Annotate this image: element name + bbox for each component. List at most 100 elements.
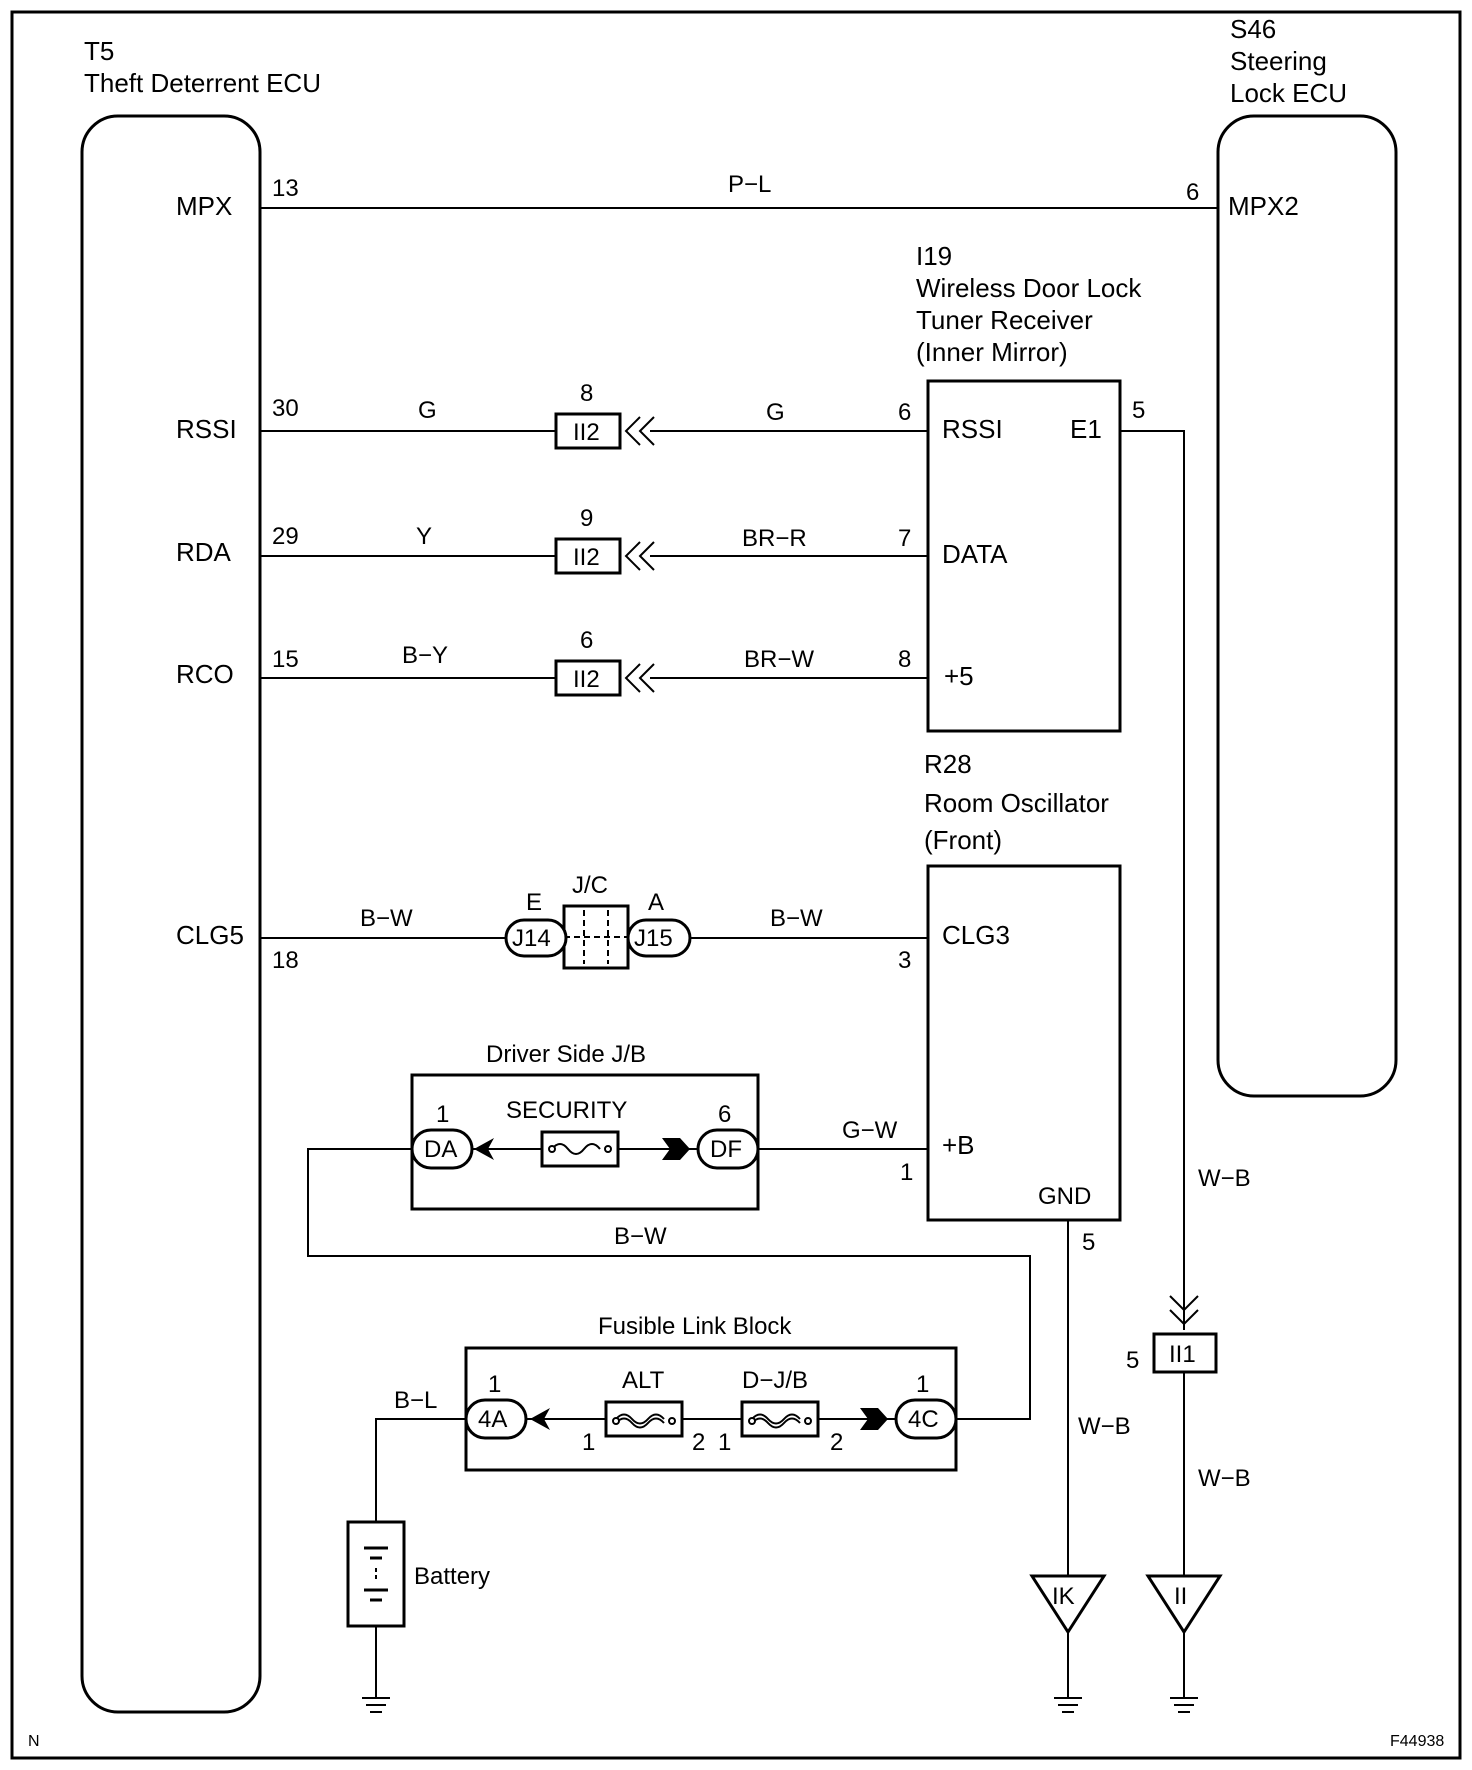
alt-fuse-label: ALT [622, 1367, 665, 1394]
wire-color-rco-right: BR−W [744, 646, 814, 673]
wire-color-rda-left: Y [416, 523, 432, 550]
ground-ik: IK [1029, 1574, 1107, 1713]
t5-pin-label-clg5: CLG5 [176, 920, 244, 950]
battery-label: Battery [414, 1563, 490, 1590]
j15-label: J15 [634, 925, 673, 952]
plusb-wire: G−W 1 [758, 1117, 928, 1186]
ii-ground-icon [1170, 1697, 1198, 1713]
alt-pin-in: 1 [582, 1429, 595, 1456]
t5-pin-label-rda: RDA [176, 537, 232, 567]
a4-arrow [530, 1408, 550, 1430]
t5-pin-rssi: 30 [272, 395, 299, 422]
ii-label: II [1174, 1583, 1187, 1610]
jc-label: J/C [572, 872, 608, 899]
wire-color-jb-to-b: G−W [842, 1117, 898, 1144]
t5-pin-label-rco: RCO [176, 659, 234, 689]
e1-wire: 5 W−B II1 5 W−B [1120, 397, 1251, 1576]
ii2-chevron-rssi [624, 416, 655, 446]
wire-color-e1: W−B [1198, 1165, 1251, 1192]
s46-name-line2: Lock ECU [1230, 78, 1347, 108]
ii2-label-rco: II2 [573, 666, 600, 693]
footer-left-mark: N [28, 1733, 40, 1750]
ik-ground-icon [1054, 1697, 1082, 1713]
wire-color-jb-feed: B−W [614, 1223, 667, 1250]
wire-color-clg-right: B−W [770, 905, 823, 932]
battery-circuit: B−L Battery [346, 1387, 490, 1713]
figure-id: F44938 [1390, 1733, 1444, 1750]
t5-pin-mpx: 13 [272, 175, 299, 202]
wire-color-battery: B−L [394, 1387, 437, 1414]
r28-pin-label-gnd: GND [1038, 1183, 1091, 1210]
i19-pin-label-plus5: +5 [944, 661, 974, 691]
wire-color-clg-left: B−W [360, 905, 413, 932]
c4-pin: 1 [916, 1371, 929, 1398]
rssi-wire: 30 G G 6 8 II2 [260, 380, 928, 450]
j14-connector [504, 918, 568, 958]
ground-ii: II [1145, 1574, 1223, 1713]
mpx-wire: 13 P−L 6 [260, 171, 1218, 209]
c4-connector [894, 1398, 958, 1440]
r28-box [926, 864, 1122, 1222]
a4-label: 4A [478, 1406, 507, 1433]
ii-ground-triangle [1145, 1574, 1223, 1635]
rco-wire: 15 B−Y BR−W 8 6 II2 [260, 627, 928, 697]
t5-name: Theft Deterrent ECU [84, 68, 321, 98]
i19-pin-rssi: 6 [898, 399, 911, 426]
ii2-pin-rssi: 8 [580, 380, 593, 407]
i19-pin-label-e1: E1 [1070, 414, 1102, 444]
ik-label: IK [1052, 1583, 1075, 1610]
ii2-connector-rssi [554, 412, 622, 450]
rda-wire: 29 Y BR−R 7 9 II2 [260, 505, 928, 575]
t5-pin-rda: 29 [272, 523, 299, 550]
r28-pin-plusb: 1 [900, 1159, 913, 1186]
i19-receiver: I19 Wireless Door Lock Tuner Receiver (I… [916, 241, 1142, 733]
da-arrow [474, 1138, 494, 1160]
battery-box [346, 1520, 406, 1628]
i19-code: I19 [916, 241, 952, 271]
s46-code: S46 [1230, 14, 1276, 44]
ii2-connector-rda [554, 537, 622, 575]
s46-name-line1: Steering [1230, 46, 1327, 76]
j14-label: J14 [512, 925, 551, 952]
i19-name-line1: Wireless Door Lock [916, 273, 1142, 303]
df-label: DF [710, 1136, 742, 1163]
i19-pin-data: 7 [898, 525, 911, 552]
clg-wire: 18 B−W B−W 3 J/C E A J14 J15 [260, 872, 928, 974]
df-arrow [662, 1138, 690, 1160]
i19-pin-label-rssi: RSSI [942, 414, 1003, 444]
wire-color-gnd: W−B [1078, 1413, 1131, 1440]
j14-letter: E [526, 889, 542, 916]
fusible-label: Fusible Link Block [598, 1313, 792, 1340]
t5-ecu-box [80, 114, 262, 1714]
r28-pin-label-plusb: +B [942, 1130, 975, 1160]
ii1-label: II1 [1169, 1341, 1196, 1368]
t5-pin-rco: 15 [272, 646, 299, 673]
ii2-connector-rco [554, 659, 622, 697]
wire-color-rco-left: B−Y [402, 642, 448, 669]
gnd-wire: 5 W−B [1067, 1220, 1131, 1576]
ii2-pin-rda: 9 [580, 505, 593, 532]
fusible-box [464, 1346, 958, 1472]
wire-color-rda-right: BR−R [742, 525, 807, 552]
r28-pin-label-clg3: CLG3 [942, 920, 1010, 950]
t5-pin-label-rssi: RSSI [176, 414, 237, 444]
c4-label: 4C [908, 1406, 939, 1433]
djb-pin-in: 1 [718, 1429, 731, 1456]
r28-name-line1: Room Oscillator [924, 788, 1109, 818]
alt-pin-out: 2 [692, 1429, 705, 1456]
i19-name-line3: (Inner Mirror) [916, 337, 1068, 367]
diagram-border [10, 10, 1462, 1760]
i19-pin-e1: 5 [1132, 397, 1145, 424]
wire-color-rssi-right: G [766, 399, 785, 426]
security-fuse-label: SECURITY [506, 1097, 627, 1124]
r28-oscillator: R28 Room Oscillator (Front) CLG3 +B GND [924, 749, 1122, 1222]
t5-ecu: T5 Theft Deterrent ECU MPX RSSI RDA RCO … [80, 36, 321, 1714]
driver-side-jb: Driver Side J/B SECURITY 1 6 DA DF [410, 1041, 760, 1211]
r28-code: R28 [924, 749, 972, 779]
r28-pin-gnd: 5 [1082, 1229, 1095, 1256]
s46-ecu-box [1216, 114, 1398, 1098]
wire-color-mpx: P−L [728, 171, 771, 198]
a4-pin: 1 [488, 1371, 501, 1398]
